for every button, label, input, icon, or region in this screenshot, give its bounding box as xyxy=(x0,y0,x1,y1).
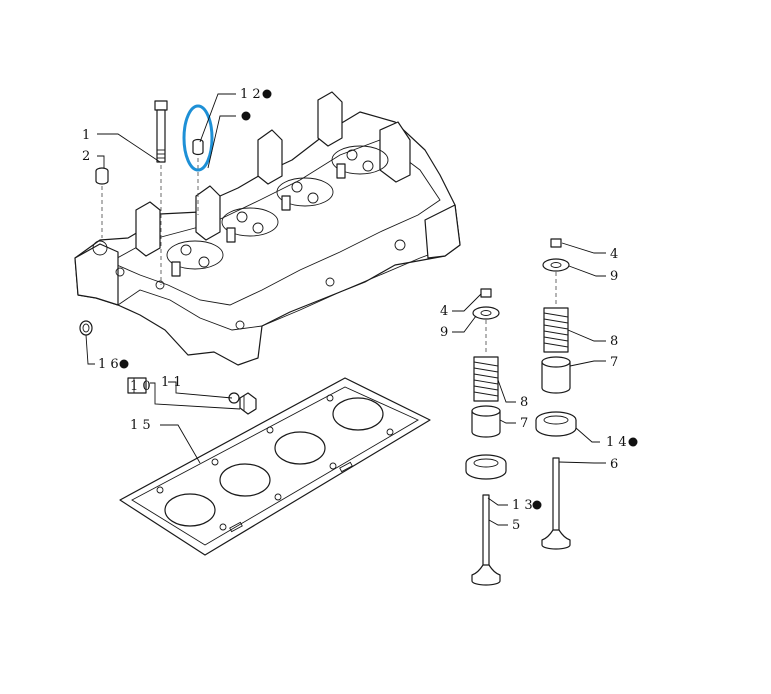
cylinder-head xyxy=(74,91,461,366)
callout-seat-l: 1 3 xyxy=(512,498,533,513)
head-bolt xyxy=(154,100,168,285)
callout-plug-top: 1 2 xyxy=(240,87,261,102)
callout-dowel: 2 xyxy=(82,149,90,164)
callout-gasket: 1 5 xyxy=(130,418,151,433)
valve-assembly-right xyxy=(535,238,577,550)
dot-seat-l xyxy=(532,500,542,510)
callout-fitting: 1 1 xyxy=(161,375,182,390)
spring-left xyxy=(473,356,499,402)
callout-spring-l: 8 xyxy=(520,395,528,410)
dot-plug-side xyxy=(119,359,129,369)
dot-plug-top xyxy=(262,89,272,99)
callout-spring-r: 8 xyxy=(610,334,618,349)
callout-fitting-pack: 1 0 xyxy=(130,379,151,394)
plug-top xyxy=(192,138,204,215)
callout-labels: 1 2 1 2 1 6 1 1 1 0 1 5 4 9 8 7 1 4 6 4 … xyxy=(82,87,638,533)
callout-seal-r: 7 xyxy=(610,355,618,370)
callout-keeper-r: 4 xyxy=(610,247,618,262)
callout-retainer-l: 9 xyxy=(440,325,448,340)
dot-seat-r xyxy=(628,437,638,447)
highlight-ring xyxy=(182,104,214,172)
fitting-pack-icon xyxy=(127,377,147,394)
plug-side xyxy=(79,320,93,336)
callout-keeper-l: 4 xyxy=(440,304,448,319)
callout-seat-r: 1 4 xyxy=(606,435,627,450)
dowel-sleeve xyxy=(95,167,109,238)
callout-seal-l: 7 xyxy=(520,416,528,431)
callout-bolt: 1 xyxy=(82,128,90,143)
leader-lines xyxy=(85,93,606,526)
fitting xyxy=(228,392,257,415)
callout-plug-side: 1 6 xyxy=(98,357,119,372)
callout-valve-r: 6 xyxy=(610,457,618,472)
spring-right xyxy=(543,307,569,353)
callout-valve-l: 5 xyxy=(512,518,520,533)
dot-dowel-top xyxy=(241,111,251,121)
valve-assembly-left xyxy=(465,288,507,586)
head-gasket xyxy=(119,377,431,556)
callout-retainer-r: 9 xyxy=(610,269,618,284)
